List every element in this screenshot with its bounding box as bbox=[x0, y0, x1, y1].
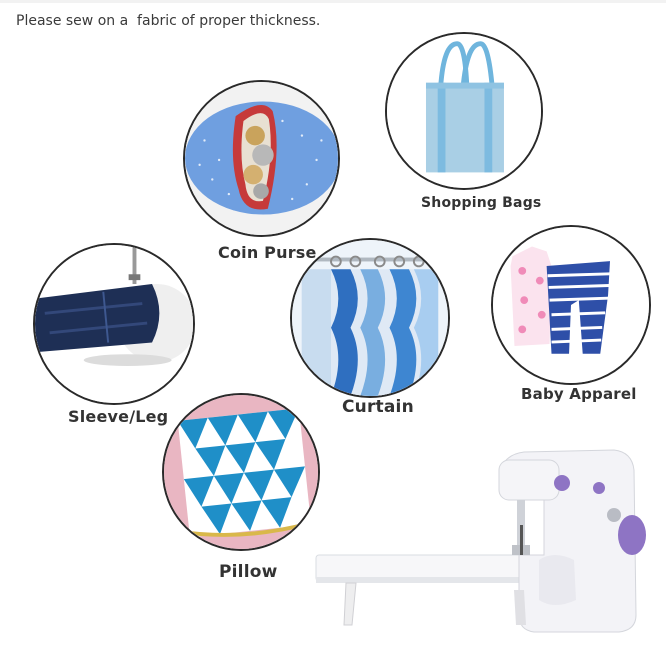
baby-apparel-image bbox=[491, 225, 651, 385]
coin-purse-image bbox=[183, 80, 340, 237]
headline-text: Please sew on a fabric of proper thickne… bbox=[16, 13, 321, 29]
top-divider bbox=[0, 0, 666, 3]
curtain-image bbox=[290, 238, 450, 398]
baby-apparel-label: Baby Apparel bbox=[521, 385, 637, 403]
pillow-label: Pillow bbox=[219, 562, 278, 582]
sleeve-leg-label: Sleeve/Leg bbox=[68, 407, 169, 426]
shopping-bags-image bbox=[385, 32, 543, 190]
sewing-machine-image bbox=[314, 440, 666, 641]
coin-purse-label: Coin Purse bbox=[218, 243, 317, 262]
sleeve-leg-image bbox=[33, 243, 195, 405]
curtain-label: Curtain bbox=[342, 397, 414, 417]
pillow-image bbox=[162, 393, 320, 551]
shopping-bags-label: Shopping Bags bbox=[421, 195, 542, 211]
